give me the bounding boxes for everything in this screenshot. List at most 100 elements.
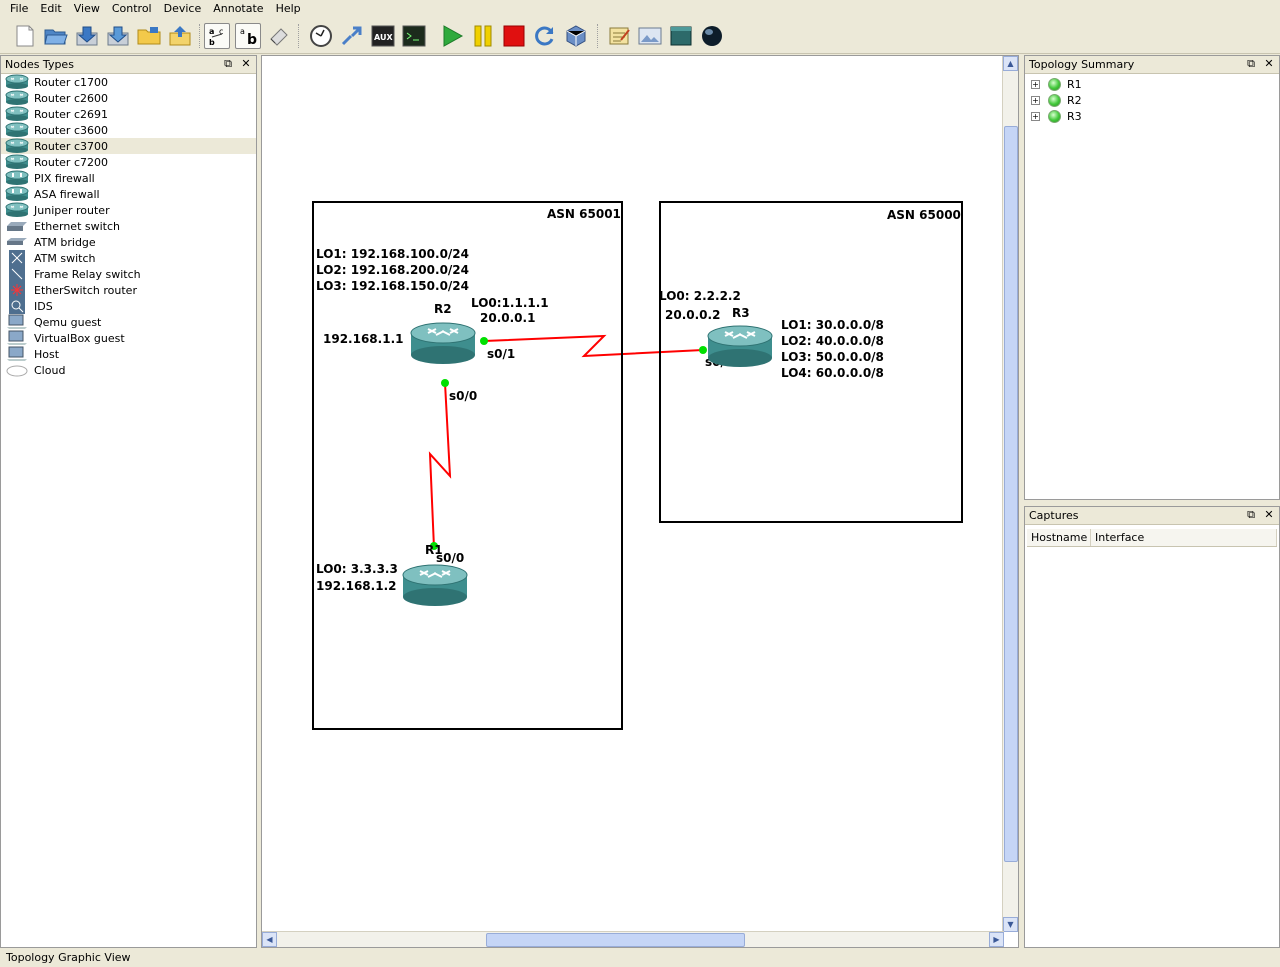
insert-picture-icon[interactable]	[637, 23, 663, 49]
node-type-qemu-guest[interactable]: Qemu guest	[1, 314, 256, 330]
node-type-router-c2691[interactable]: Router c2691	[1, 106, 256, 122]
scroll-up-icon[interactable]: ▲	[1003, 56, 1018, 71]
r2-lo0-label[interactable]: LO0:1.1.1.1	[471, 296, 549, 310]
r2-lan-ip[interactable]: 192.168.1.1	[323, 332, 404, 346]
save-project-icon[interactable]	[167, 23, 193, 49]
suspend-icon[interactable]	[470, 23, 496, 49]
r2-hostname[interactable]: R2	[434, 302, 452, 316]
undock-icon[interactable]: ⧉	[1247, 508, 1255, 521]
new-file-icon[interactable]	[12, 23, 38, 49]
tree-item-r2[interactable]: + R2	[1025, 92, 1279, 108]
node-type-router-c2600[interactable]: Router c2600	[1, 90, 256, 106]
link-r2-r1[interactable]	[428, 382, 452, 549]
snapshot-icon[interactable]	[266, 23, 292, 49]
expand-icon[interactable]: +	[1031, 79, 1040, 89]
menu-control[interactable]: Control	[111, 2, 152, 15]
topology-canvas[interactable]: ASN 65001 ASN 65000 LO1: 192.168.100.0/2…	[262, 56, 1003, 932]
node-type-atm-bridge[interactable]: ATM bridge	[1, 234, 256, 250]
clock-icon[interactable]	[308, 23, 334, 49]
r2-if-s00[interactable]: s0/0	[449, 389, 478, 403]
undock-icon[interactable]: ⧉	[224, 57, 232, 70]
scroll-right-icon[interactable]: ▶	[989, 932, 1004, 947]
r3-loopback-4[interactable]: LO4: 60.0.0.0/8	[781, 366, 884, 380]
node-type-host[interactable]: Host	[1, 346, 256, 362]
r1-hostname[interactable]: R1	[425, 543, 443, 557]
vertical-scroll-thumb[interactable]	[1004, 126, 1018, 862]
r2-if-s01[interactable]: s0/1	[487, 347, 516, 361]
node-type-ids[interactable]: IDS	[1, 298, 256, 314]
open-project-icon[interactable]	[136, 23, 162, 49]
node-type-cloud[interactable]: Cloud	[1, 362, 256, 378]
node-type-virtualbox-guest[interactable]: VirtualBox guest	[1, 330, 256, 346]
menu-help[interactable]: Help	[275, 2, 301, 15]
node-type-etherswitch-router[interactable]: EtherSwitch router	[1, 282, 256, 298]
asn-left-label[interactable]: ASN 65001	[547, 207, 621, 221]
r1-lan-ip[interactable]: 192.168.1.2	[316, 579, 397, 593]
r2-loopback-1[interactable]: LO1: 192.168.100.0/24	[316, 247, 469, 261]
undock-icon[interactable]: ⧉	[1247, 57, 1255, 70]
virtualbox-icon[interactable]	[563, 23, 589, 49]
router-r2-icon[interactable]	[410, 321, 476, 365]
node-type-pix-firewall[interactable]: PIX firewall	[1, 170, 256, 186]
close-icon[interactable]: ✕	[1264, 57, 1274, 70]
draw-rectangle-icon[interactable]	[668, 23, 694, 49]
horizontal-scroll-thumb[interactable]	[486, 933, 745, 947]
node-type-router-c3600[interactable]: Router c3600	[1, 122, 256, 138]
import-export-icon[interactable]	[339, 23, 365, 49]
link-r2-r3[interactable]	[483, 334, 704, 358]
stop-icon[interactable]	[501, 23, 527, 49]
aux-console-icon[interactable]: AUX	[370, 23, 396, 49]
close-icon[interactable]: ✕	[241, 57, 251, 70]
expand-icon[interactable]: +	[1031, 111, 1040, 121]
vertical-scrollbar[interactable]: ▲ ▼	[1002, 56, 1018, 932]
node-type-atm-switch[interactable]: ATM switch	[1, 250, 256, 266]
r3-lo0-label[interactable]: LO0: 2.2.2.2	[659, 289, 741, 303]
r3-serial-ip[interactable]: 20.0.0.2	[665, 308, 721, 322]
node-type-ethernet-switch[interactable]: Ethernet switch	[1, 218, 256, 234]
open-file-icon[interactable]	[43, 23, 69, 49]
node-type-router-c1700[interactable]: Router c1700	[1, 74, 256, 90]
scroll-left-icon[interactable]: ◀	[262, 932, 277, 947]
menu-view[interactable]: View	[73, 2, 100, 15]
save-as-icon[interactable]	[105, 23, 131, 49]
scroll-down-icon[interactable]: ▼	[1003, 917, 1018, 932]
r3-loopback-2[interactable]: LO2: 40.0.0.0/8	[781, 334, 884, 348]
r2-loopback-2[interactable]: LO2: 192.168.200.0/24	[316, 263, 469, 277]
router-r1-icon[interactable]	[402, 563, 468, 607]
asn-right-label[interactable]: ASN 65000	[887, 208, 961, 222]
tree-item-r1[interactable]: + R1	[1025, 76, 1279, 92]
node-type-asa-firewall[interactable]: ASA firewall	[1, 186, 256, 202]
r3-hostname[interactable]: R3	[732, 306, 750, 320]
draw-ellipse-icon[interactable]	[699, 23, 725, 49]
menu-file[interactable]: File	[10, 2, 29, 15]
menu-device[interactable]: Device	[163, 2, 202, 15]
column-hostname[interactable]: Hostname	[1027, 529, 1091, 546]
close-icon[interactable]: ✕	[1264, 508, 1274, 521]
r1-if-s00[interactable]: s0/0	[436, 551, 465, 565]
horizontal-scrollbar[interactable]: ◀ ▶	[262, 931, 1004, 947]
menu-annotate[interactable]: Annotate	[213, 2, 264, 15]
tree-item-r3[interactable]: + R3	[1025, 108, 1279, 124]
router-r3-icon[interactable]	[707, 324, 773, 368]
save-icon[interactable]	[74, 23, 100, 49]
node-type-juniper-router[interactable]: Juniper router	[1, 202, 256, 218]
node-type-router-c3700[interactable]: Router c3700	[1, 138, 256, 154]
expand-icon[interactable]: +	[1031, 95, 1040, 105]
r1-lo0-label[interactable]: LO0: 3.3.3.3	[316, 562, 398, 576]
column-interface[interactable]: Interface	[1091, 529, 1277, 546]
topology-view[interactable]: ASN 65001 ASN 65000 LO1: 192.168.100.0/2…	[261, 55, 1019, 948]
reload-icon[interactable]	[532, 23, 558, 49]
add-note-icon[interactable]	[606, 23, 632, 49]
r3-loopback-3[interactable]: LO3: 50.0.0.0/8	[781, 350, 884, 364]
asn-65000-area[interactable]	[659, 201, 963, 523]
menu-edit[interactable]: Edit	[40, 2, 62, 15]
r3-loopback-1[interactable]: LO1: 30.0.0.0/8	[781, 318, 884, 332]
start-icon[interactable]	[439, 23, 465, 49]
asn-65001-area[interactable]	[312, 201, 623, 730]
node-type-router-c7200[interactable]: Router c7200	[1, 154, 256, 170]
node-type-frame-relay-switch[interactable]: Frame Relay switch	[1, 266, 256, 282]
console-icon[interactable]	[401, 23, 427, 49]
r2-serial-ip[interactable]: 20.0.0.1	[480, 311, 536, 325]
